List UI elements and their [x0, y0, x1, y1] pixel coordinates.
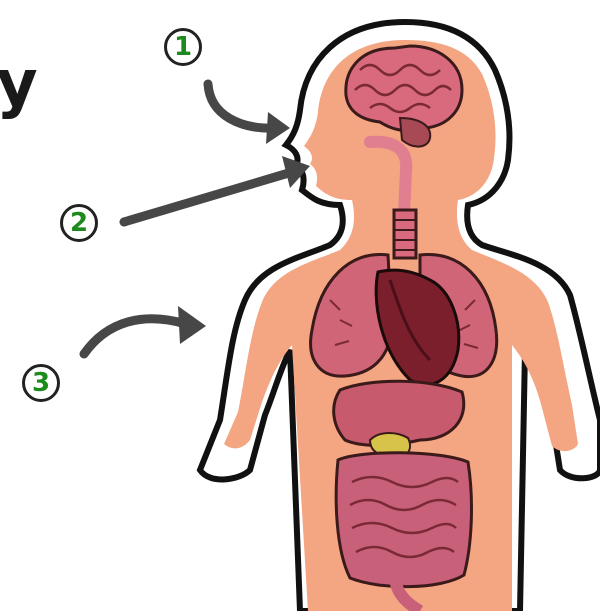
arrow-3-head — [178, 306, 206, 344]
marker-2: 2 — [60, 204, 98, 242]
intestines — [336, 453, 471, 587]
arrow-2 — [124, 172, 292, 222]
arrow-3 — [84, 319, 186, 354]
arrow-1-head — [266, 112, 290, 144]
trachea — [394, 210, 416, 258]
marker-1: 1 — [164, 28, 202, 66]
marker-3: 3 — [22, 364, 60, 402]
